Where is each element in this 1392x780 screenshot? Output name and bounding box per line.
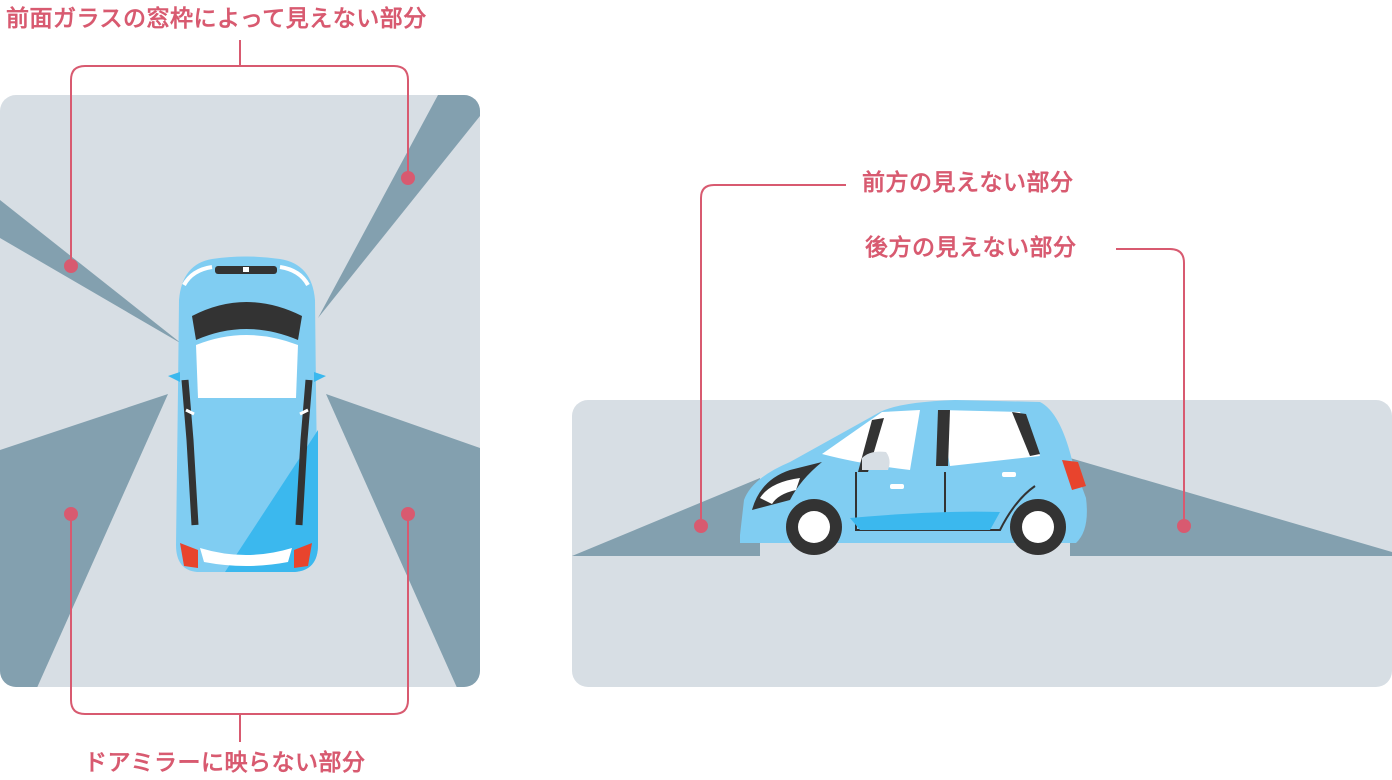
door-mirror-label: ドアミラーに映らない部分: [84, 750, 366, 776]
front-blind-callout-dot: [694, 519, 708, 533]
car-top-view: [168, 256, 326, 572]
left-headlight: [182, 265, 213, 287]
door-mirror-callout: [70, 514, 409, 742]
callout-dot-left-pillar: [64, 259, 78, 273]
right-pillar-mark: [299, 408, 309, 416]
headlight: [760, 478, 800, 504]
left-pillar-mark: [185, 408, 195, 416]
front-door-handle: [890, 484, 904, 489]
rear-wheel: [1022, 511, 1054, 543]
callout-dot-left-mirror: [64, 507, 78, 521]
callout-dot-right-mirror: [401, 507, 415, 521]
car-side-view: [740, 400, 1087, 555]
front-wheel: [798, 511, 830, 543]
front-blind-label: 前方の見えない部分: [862, 170, 1074, 196]
left-tail-light: [180, 543, 198, 568]
windshield: [192, 302, 302, 340]
rear-left-mirror-blind-zone: [0, 394, 168, 687]
front-blind-zone: [572, 478, 760, 556]
c-pillar: [1012, 412, 1040, 456]
door-outline: [855, 472, 1036, 531]
front-right-pillar-blind-zone: [318, 95, 480, 318]
right-tail-light: [294, 543, 312, 568]
front-blind-callout-line: [700, 184, 846, 526]
rear-blind-zone: [1070, 458, 1392, 556]
left-door-mirror: [168, 372, 180, 382]
door-mirror: [862, 451, 890, 470]
windshield-pillar-label: 前面ガラスの窓枠によって見えない部分: [6, 6, 427, 32]
rear-blind-callout-dot: [1177, 519, 1191, 533]
front-emblem: [243, 267, 249, 272]
windshield-pillar-callout: [70, 40, 409, 266]
rear-door-handle: [1002, 472, 1016, 477]
left-side-windows: [181, 379, 199, 526]
rear-blind-label: 後方の見えない部分: [865, 235, 1077, 261]
callout-bracket: [70, 65, 409, 266]
b-pillar: [936, 410, 950, 466]
body-shade: [850, 511, 1000, 530]
tail-light: [1062, 460, 1086, 490]
top-view-panel: [0, 95, 480, 687]
right-side-windows: [295, 379, 313, 526]
roof: [196, 335, 298, 398]
rear-window: [940, 410, 1040, 466]
car-body-shade: [225, 430, 318, 572]
rear-right-mirror-blind-zone: [326, 394, 480, 687]
rear-blind-callout-line: [1116, 248, 1185, 526]
rear-window: [200, 548, 292, 566]
front-left-pillar-blind-zone: [0, 200, 182, 344]
right-headlight: [279, 265, 310, 287]
right-door-mirror: [314, 372, 326, 382]
callout-dot-right-pillar: [401, 171, 415, 185]
